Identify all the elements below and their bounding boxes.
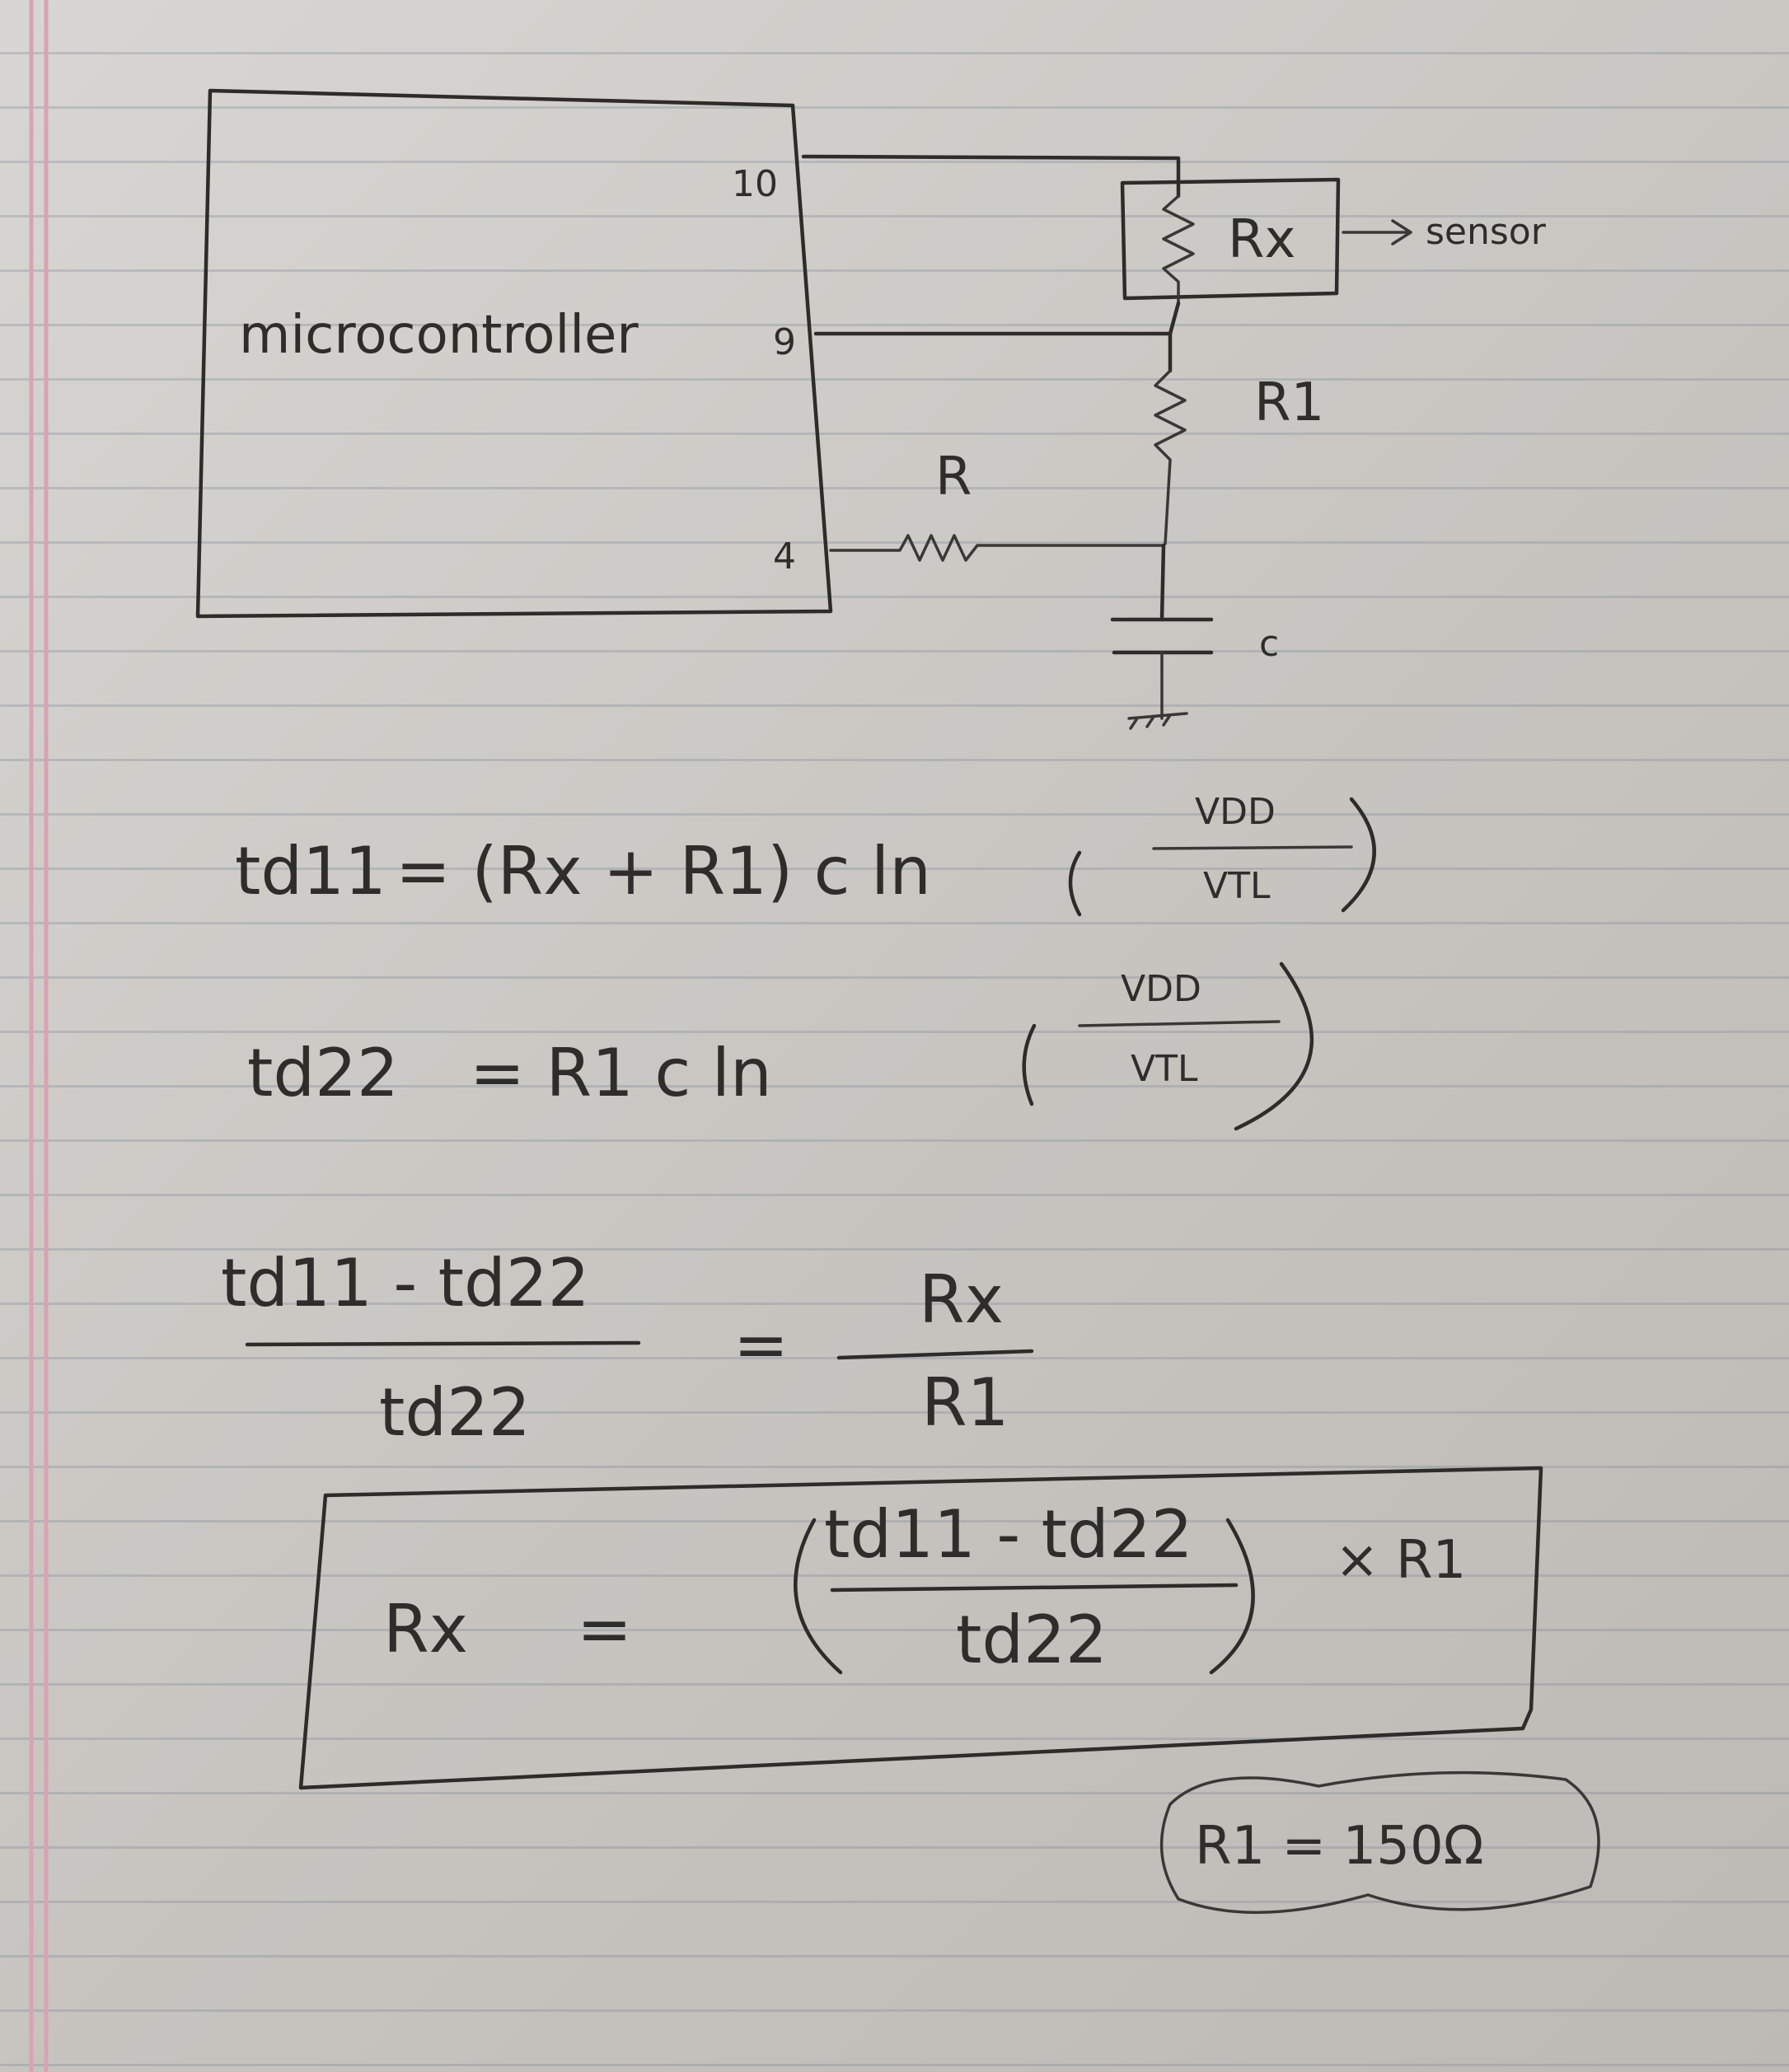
result-right-paren (1209, 1518, 1255, 1675)
eq2-numerator: VDD (1121, 968, 1201, 1010)
eq3-rhs-bar (836, 1349, 1034, 1360)
note-text: R1 = 150Ω (1195, 1816, 1484, 1877)
equation-td11: td11 = (Rx + R1) c ln VDD VTL (235, 791, 1376, 917)
eq1-right-paren (1341, 797, 1376, 913)
result-fraction-bar (830, 1583, 1239, 1593)
wire-to-cap (1159, 543, 1166, 622)
eq3-lhs-numerator: td11 - td22 (221, 1245, 590, 1321)
circuit-diagram: microcontroller 10 9 4 Rx sensor R1 R c (195, 88, 1547, 730)
result-lhs: Rx (383, 1591, 468, 1667)
eq1-lhs: td11 (235, 833, 386, 910)
sensor-label: sensor (1426, 211, 1547, 253)
pin-4-label: 4 (773, 536, 796, 578)
eq3-rhs-numerator: Rx (919, 1261, 1004, 1338)
eq2-left-paren (1022, 1023, 1037, 1106)
eq1-fraction-bar (1152, 845, 1353, 850)
eq3-lhs-denominator: td22 (379, 1374, 531, 1451)
eq1-factor: = (Rx + R1) c ln (396, 833, 931, 910)
r-label: R (935, 447, 972, 507)
resistor-value-note: R1 = 150Ω (1159, 1770, 1600, 1915)
eq2-denominator: VTL (1131, 1048, 1198, 1090)
eq1-denominator: VTL (1203, 865, 1271, 907)
r1-resistor-symbol (1154, 369, 1187, 545)
eq2-lhs: td22 (247, 1035, 399, 1111)
wire-node-9 (1168, 301, 1181, 373)
r1-label: R1 (1254, 372, 1324, 433)
result-left-paren (794, 1518, 843, 1675)
ground-icon (1127, 651, 1188, 730)
result-box (298, 1466, 1543, 1790)
boxed-result: Rx = td11 - td22 td22 × R1 (298, 1466, 1543, 1790)
note-cloud-outline (1159, 1770, 1600, 1915)
sensor-arrow-icon (1342, 219, 1412, 246)
equation-td22: td22 = R1 c ln VDD VTL (247, 961, 1314, 1131)
rx-sensor-box (1120, 177, 1341, 301)
pin-10-label: 10 (732, 163, 778, 205)
result-denominator: td22 (956, 1602, 1108, 1678)
result-multiplier: × R1 (1335, 1530, 1466, 1591)
eq1-numerator: VDD (1195, 791, 1276, 833)
r-resistor-symbol (829, 534, 1164, 562)
eq1-left-paren (1068, 850, 1082, 917)
equation-ratio: td11 - td22 td22 = Rx R1 (221, 1245, 1034, 1451)
result-equals: = (577, 1591, 632, 1667)
eq3-equals: = (733, 1307, 789, 1383)
microcontroller-box (195, 88, 833, 619)
pin-9-label: 9 (773, 321, 796, 363)
eq3-lhs-bar (245, 1340, 641, 1347)
eq3-rhs-denominator: R1 (921, 1364, 1009, 1441)
rx-resistor-symbol (1162, 194, 1195, 305)
result-numerator: td11 - td22 (824, 1496, 1193, 1573)
mcu-label: microcontroller (239, 305, 639, 366)
eq2-right-paren (1234, 961, 1314, 1131)
c-label: c (1259, 623, 1279, 665)
rx-label: Rx (1228, 209, 1295, 270)
eq2-fraction-bar (1078, 1020, 1281, 1027)
eq2-factor: = R1 c ln (470, 1035, 772, 1111)
